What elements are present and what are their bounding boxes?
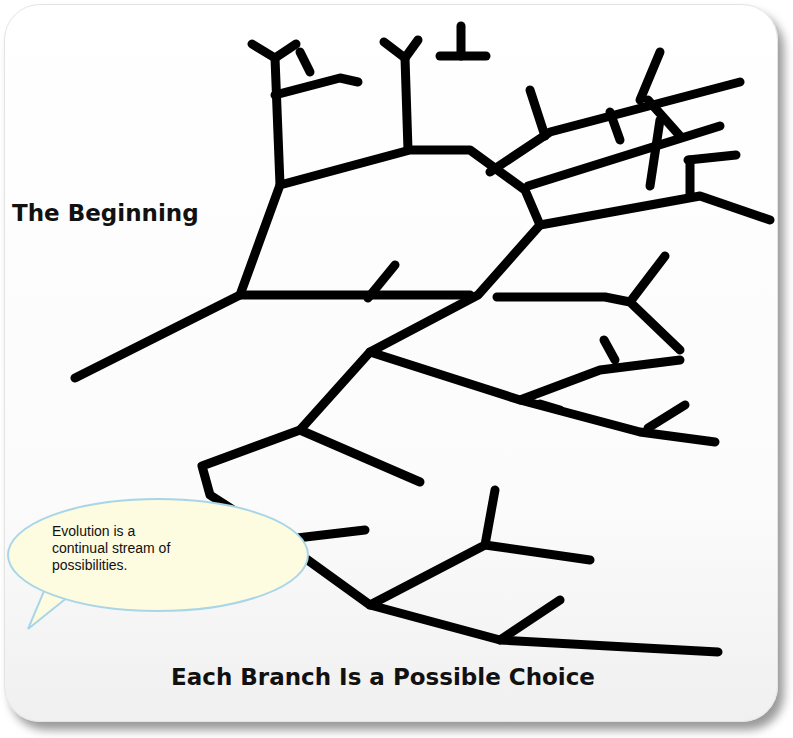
caption-text: Each Branch Is a Possible Choice bbox=[171, 664, 595, 690]
speech-bubble: Evolution is a continual stream of possi… bbox=[6, 497, 310, 613]
heading-label: The Beginning bbox=[12, 200, 199, 226]
bubble-text: Evolution is a continual stream of possi… bbox=[52, 523, 190, 574]
bubble-ellipse bbox=[8, 499, 308, 611]
bubble-joint bbox=[49, 584, 69, 592]
